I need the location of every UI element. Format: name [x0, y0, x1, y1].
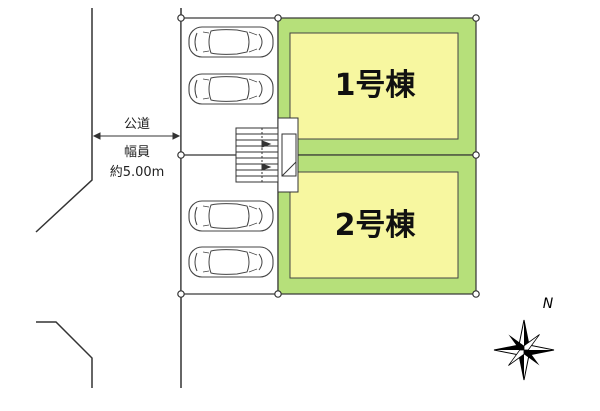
- boundary-markers: [177, 14, 480, 298]
- lot-2: 2号棟: [277, 154, 477, 295]
- boundary-marker: [177, 151, 185, 159]
- boundary-marker: [177, 290, 185, 298]
- boundary-marker: [274, 290, 282, 298]
- building-2-label: 2号棟: [335, 208, 417, 243]
- road-width-label: 幅員: [124, 145, 150, 160]
- road-width-dimension: [92, 132, 181, 140]
- building-1-footprint: [289, 32, 459, 140]
- boundary-marker: [472, 151, 480, 159]
- compass-rose-icon: [493, 319, 555, 381]
- car-icon: [188, 200, 274, 232]
- boundary-marker: [274, 14, 282, 22]
- boundary-marker: [472, 290, 480, 298]
- car-icon: [188, 73, 274, 105]
- car-icon: [188, 246, 274, 278]
- road-edge-left: [35, 8, 93, 388]
- road-width-value: 約5.00m: [110, 165, 165, 180]
- car-icon: [188, 26, 274, 58]
- north-label: N: [543, 296, 554, 312]
- road-name: 公道: [124, 117, 150, 132]
- stairs-icon: [235, 117, 299, 193]
- boundary-marker: [177, 14, 185, 22]
- building-1-label: 1号棟: [335, 68, 417, 103]
- lot-1: 1号棟: [277, 17, 477, 156]
- boundary-marker: [472, 14, 480, 22]
- building-2-footprint: [289, 171, 459, 279]
